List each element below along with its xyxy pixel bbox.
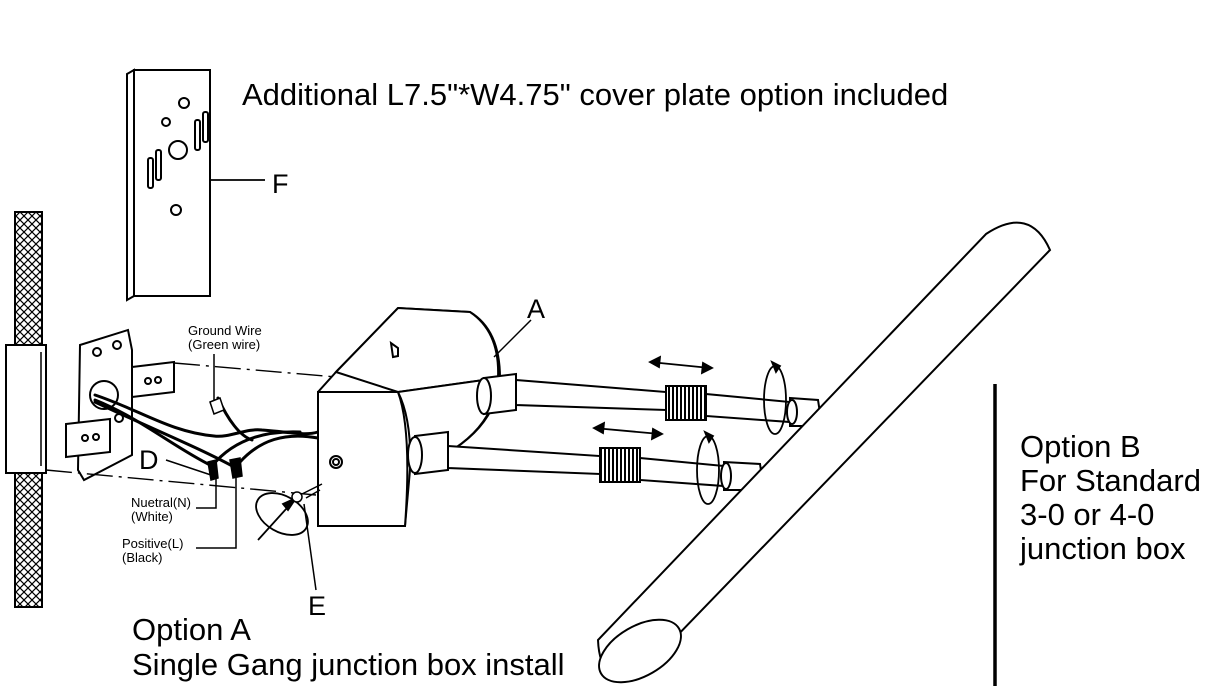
alignment-lines	[45, 362, 337, 496]
ground-wire-label: Ground Wire (Green wire)	[188, 324, 262, 352]
motion-arrows	[255, 355, 787, 541]
canopy	[317, 306, 502, 527]
part-f-label: F	[272, 169, 289, 199]
option-b-line4: junction box	[1020, 531, 1186, 566]
screw	[291, 483, 323, 503]
option-a-title: Option A	[132, 612, 251, 647]
light-bar	[596, 221, 1052, 684]
wire-nuts	[207, 397, 243, 481]
cover-plate-caption: Additional L7.5"*W4.75" cover plate opti…	[242, 77, 949, 112]
ground-wire-line1: Ground Wire	[188, 323, 262, 338]
leader-lines	[165, 319, 532, 591]
option-b-title: Option B	[1020, 429, 1141, 464]
upper-arm	[476, 372, 824, 427]
positive-wire-line1: Positive(L)	[122, 536, 184, 551]
ground-wire-line2: (Green wire)	[188, 337, 261, 352]
option-a-subtitle: Single Gang junction box install	[132, 647, 565, 682]
part-e-label: E	[308, 591, 327, 621]
option-b-line2: For Standard	[1020, 463, 1201, 498]
cover-plate	[126, 68, 265, 302]
positive-wire-label: Positive(L) (Black)	[122, 537, 183, 565]
part-d-label: D	[139, 445, 159, 475]
option-a-caption: Option A Single Gang junction box instal…	[132, 614, 565, 680]
neutral-wire-line1: Nuetral(N)	[131, 495, 191, 510]
positive-wire-line2: (Black)	[122, 550, 163, 565]
neutral-wire-label: Nuetral(N) (White)	[131, 496, 191, 524]
neutral-wire-line2: (White)	[131, 509, 173, 524]
wall	[5, 211, 47, 608]
option-b-line3: 3-0 or 4-0	[1020, 497, 1155, 532]
lower-arm	[407, 430, 766, 491]
option-b-caption: Option B For Standard 3-0 or 4-0 junctio…	[1020, 430, 1201, 566]
part-a-label: A	[527, 294, 546, 324]
